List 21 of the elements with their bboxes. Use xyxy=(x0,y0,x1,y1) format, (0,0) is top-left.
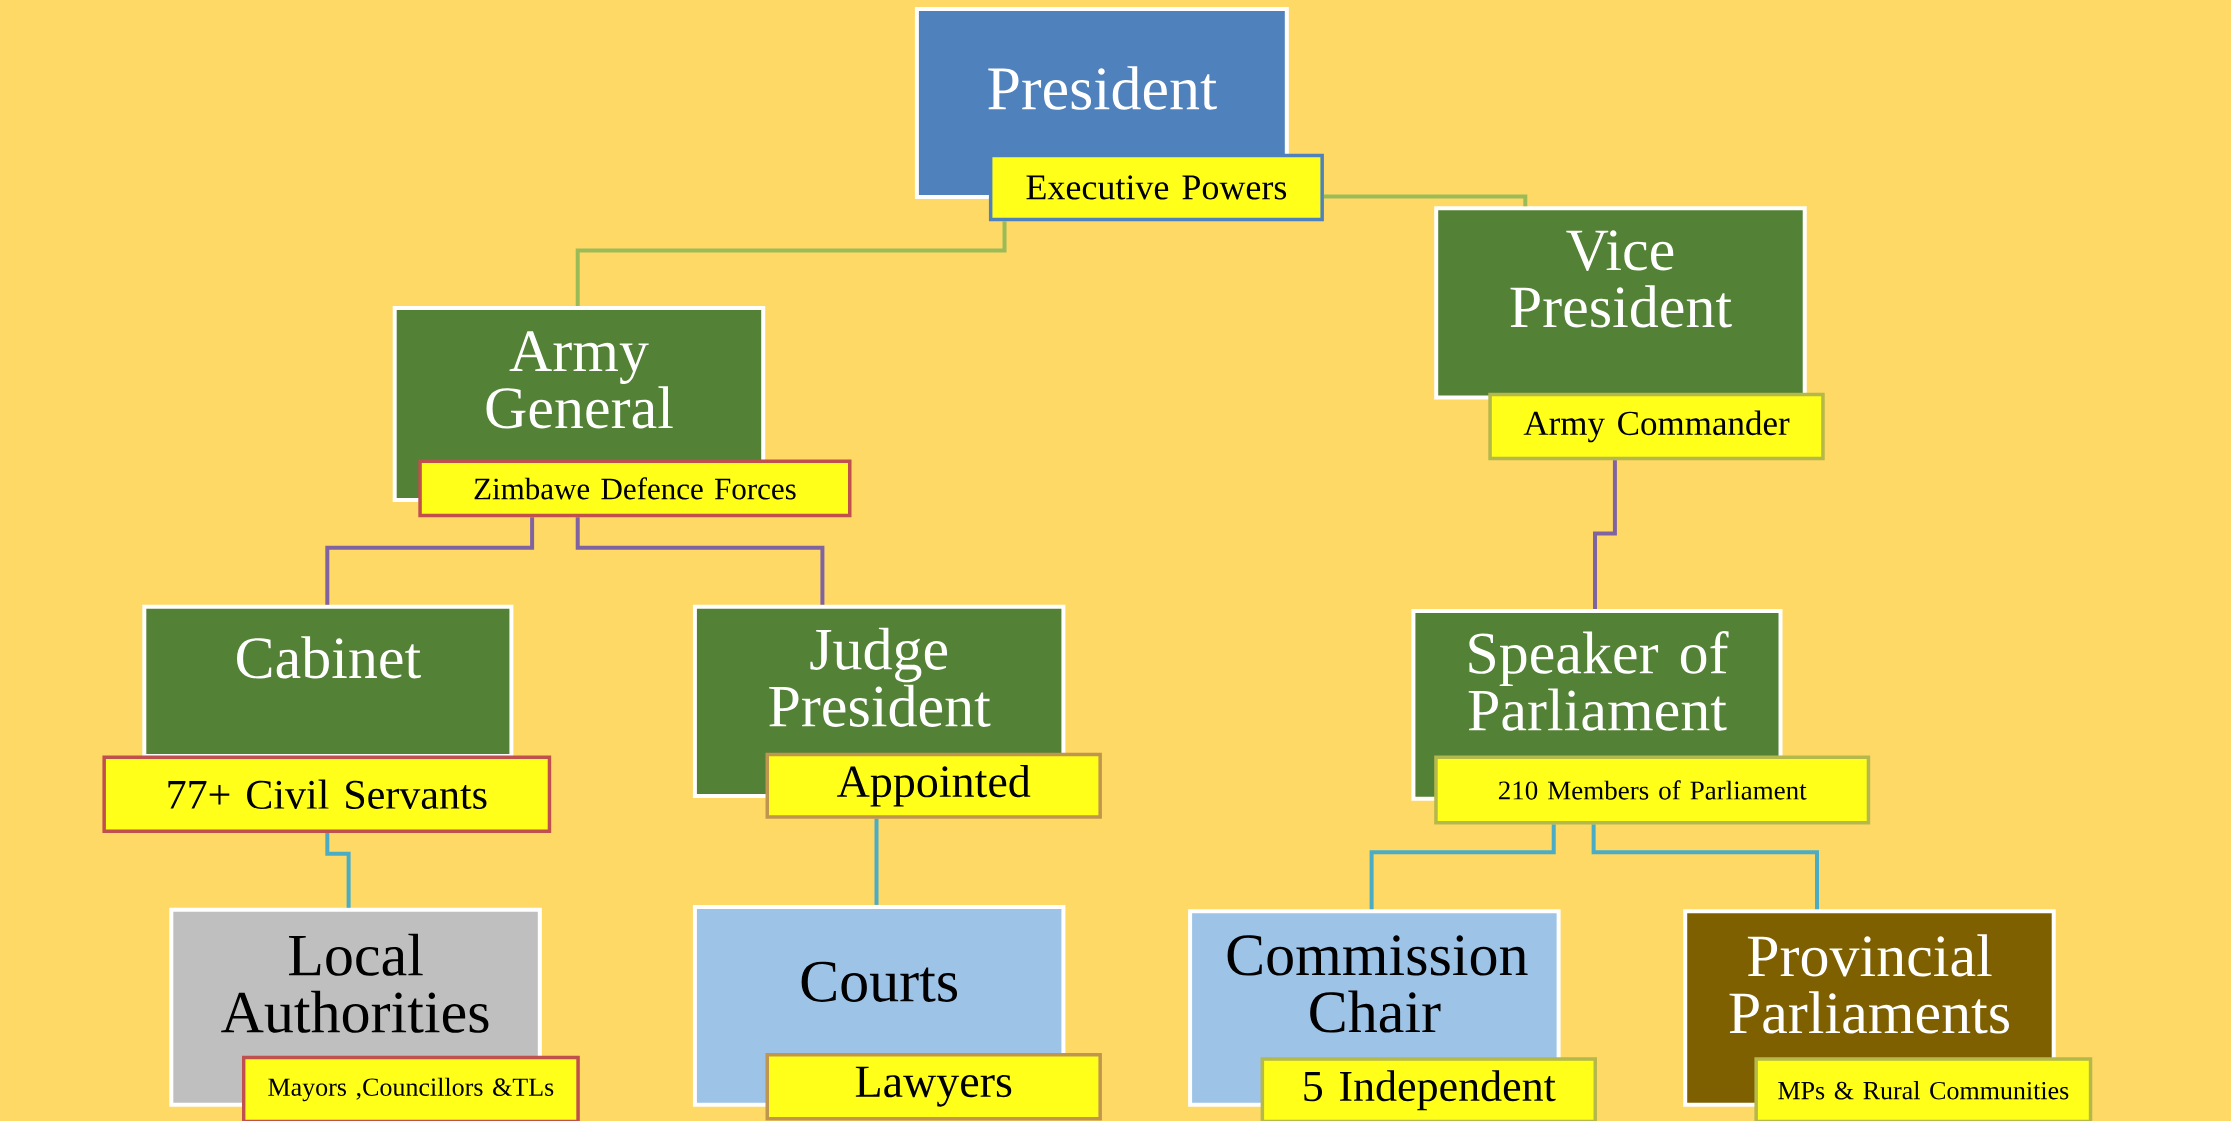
label-box: 77+ Civil Servants xyxy=(102,755,552,833)
connector-line xyxy=(325,517,535,605)
label-box: Zimbawe Defence Forces xyxy=(418,459,852,518)
label-box: MPs & Rural Communities xyxy=(1754,1057,2093,1121)
label-box: Mayors ,Councillors &TLs xyxy=(241,1055,580,1121)
connector-line xyxy=(1591,824,1819,910)
label-box: Army Commander xyxy=(1488,392,1825,461)
label-box: Lawyers xyxy=(765,1052,1102,1121)
connector-line xyxy=(325,833,351,908)
connector-line xyxy=(575,221,1007,306)
title-box: Vice President xyxy=(1434,206,1807,400)
title-box: Cabinet xyxy=(142,604,514,759)
connector-line xyxy=(1323,194,1528,207)
connector-line xyxy=(575,517,825,605)
label-box: 210 Members of Parliament xyxy=(1434,755,1871,825)
connector-line xyxy=(1593,460,1617,609)
label-box: Executive Powers xyxy=(988,153,1324,222)
label-box: 5 Independent xyxy=(1260,1057,1597,1121)
connector-line xyxy=(874,818,879,905)
connector-line xyxy=(1369,824,1556,910)
label-box: Appointed xyxy=(765,752,1102,819)
